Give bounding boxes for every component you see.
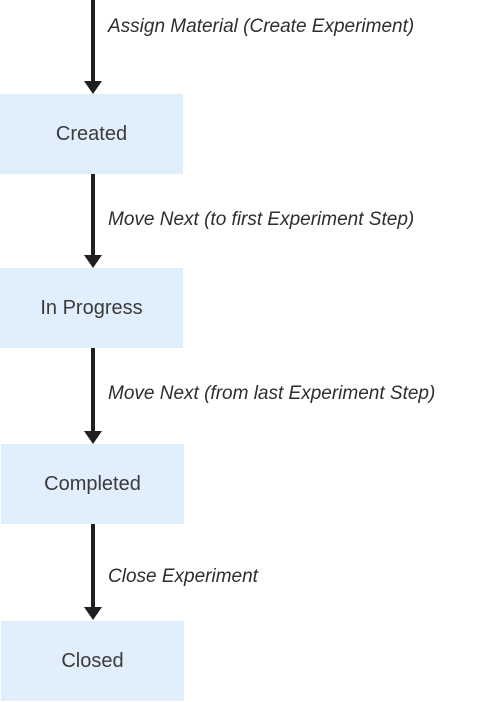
state-label: In Progress bbox=[40, 296, 143, 319]
arrow-head-icon bbox=[84, 431, 102, 444]
arrow-head-icon bbox=[84, 81, 102, 94]
arrow-shaft bbox=[91, 348, 95, 432]
arrow-shaft bbox=[91, 0, 95, 82]
arrow-shaft bbox=[91, 524, 95, 608]
state-in-progress: In Progress bbox=[0, 268, 183, 348]
transition-label-move-next-first: Move Next (to first Experiment Step) bbox=[108, 209, 415, 230]
arrow-close-experiment bbox=[84, 524, 102, 620]
transition-label-assign-material: Assign Material (Create Experiment) bbox=[108, 16, 415, 37]
arrow-move-next-last bbox=[84, 348, 102, 444]
transition-label-close-experiment: Close Experiment bbox=[108, 566, 258, 587]
state-label: Created bbox=[55, 122, 128, 145]
state-created: Created bbox=[0, 94, 183, 174]
state-label: Closed bbox=[61, 649, 124, 672]
transition-label-move-next-last: Move Next (from last Experiment Step) bbox=[108, 383, 436, 404]
state-label: Completed bbox=[44, 472, 141, 495]
arrow-move-next-first bbox=[84, 174, 102, 268]
arrow-shaft bbox=[91, 174, 95, 256]
state-completed: Completed bbox=[1, 444, 184, 524]
arrow-head-icon bbox=[84, 607, 102, 620]
state-closed: Closed bbox=[1, 621, 184, 701]
arrow-head-icon bbox=[84, 255, 102, 268]
arrow-assign-material bbox=[84, 0, 102, 94]
